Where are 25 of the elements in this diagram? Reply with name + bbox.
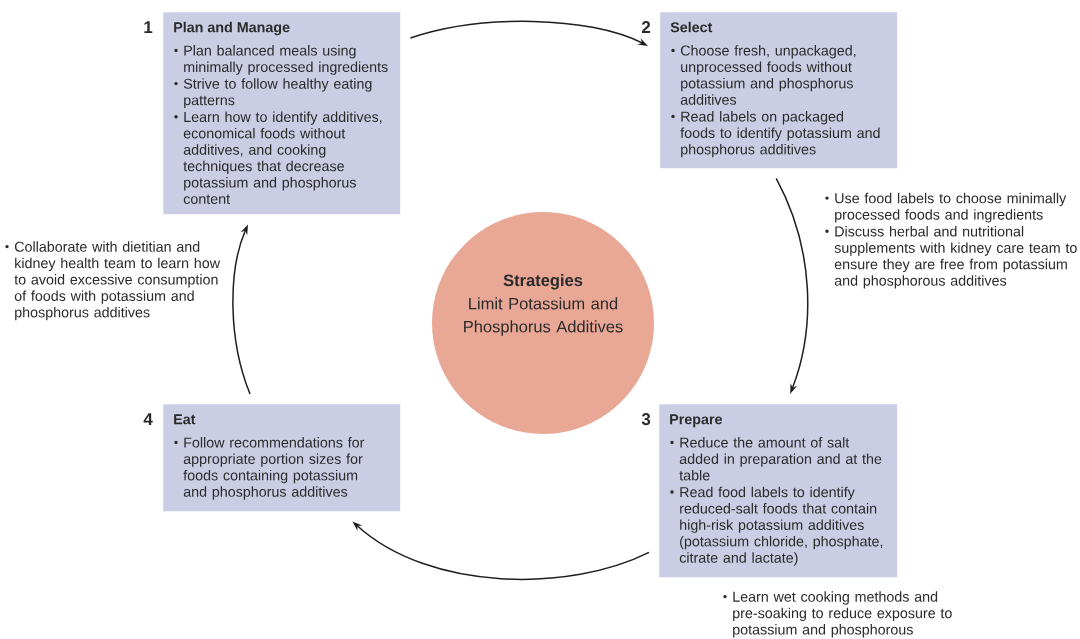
bullet-text: Read food labels to identify reduced-salt foods that contain high-risk potassium additives (potassium chloride, phosphate, citrate and lactate) [679, 486, 883, 566]
bullet-text: Reduce the amount of salt added in preparation and at the table [679, 437, 882, 481]
bullet-text: Choose fresh, unpackaged, unprocessed foods without potassium and phosphorus additives [680, 45, 856, 105]
step-box [660, 12, 898, 169]
box-heading: Prepare [670, 414, 722, 428]
step-box [163, 12, 401, 215]
bullet-text: Learn how to identify additives, economical foods without additives, and cooking techniques that decrease potassium and phosphorus content [183, 111, 382, 204]
step-number: 2 [641, 21, 651, 33]
note-text: Collaborate with dietitian and kidney health team to learn how to avoid excessive consumption of foods with potassium and phosphorus additives [14, 241, 221, 321]
bullet-text: Read labels on packaged foods to identify potassium and phosphorus additives [680, 111, 880, 158]
step-number: 3 [641, 413, 651, 426]
box-heading: Plan and Manage [174, 21, 290, 36]
center-circle [432, 212, 654, 434]
bullet-text: Strive to follow healthy eating patterns [183, 78, 372, 109]
bullet-text: Plan balanced meals using minimally processed ingredients [184, 45, 388, 75]
note-text: Use food labels to choose minimally processed foods and ingredients [835, 192, 1067, 223]
step-box [659, 404, 898, 578]
note-text: Discuss herbal and nutritional supplements with kidney care team to ensure they are free from potassium and phosphorous additives [834, 226, 1077, 289]
circle-text: Limit Potassium and Phosphorus Additives [464, 297, 623, 336]
note-text: Learn wet cooking methods and pre-soaking to reduce exposure to potassium and phosphorous [733, 591, 952, 638]
box-heading: Select [670, 21, 713, 33]
step-box [163, 404, 401, 512]
circle-heading: Strategies [503, 274, 583, 290]
box-heading: Eat [174, 414, 196, 425]
bullet-text: Follow recommendations for appropriate portion sizes for foods containing potassium and phosphorus additives [183, 437, 365, 500]
